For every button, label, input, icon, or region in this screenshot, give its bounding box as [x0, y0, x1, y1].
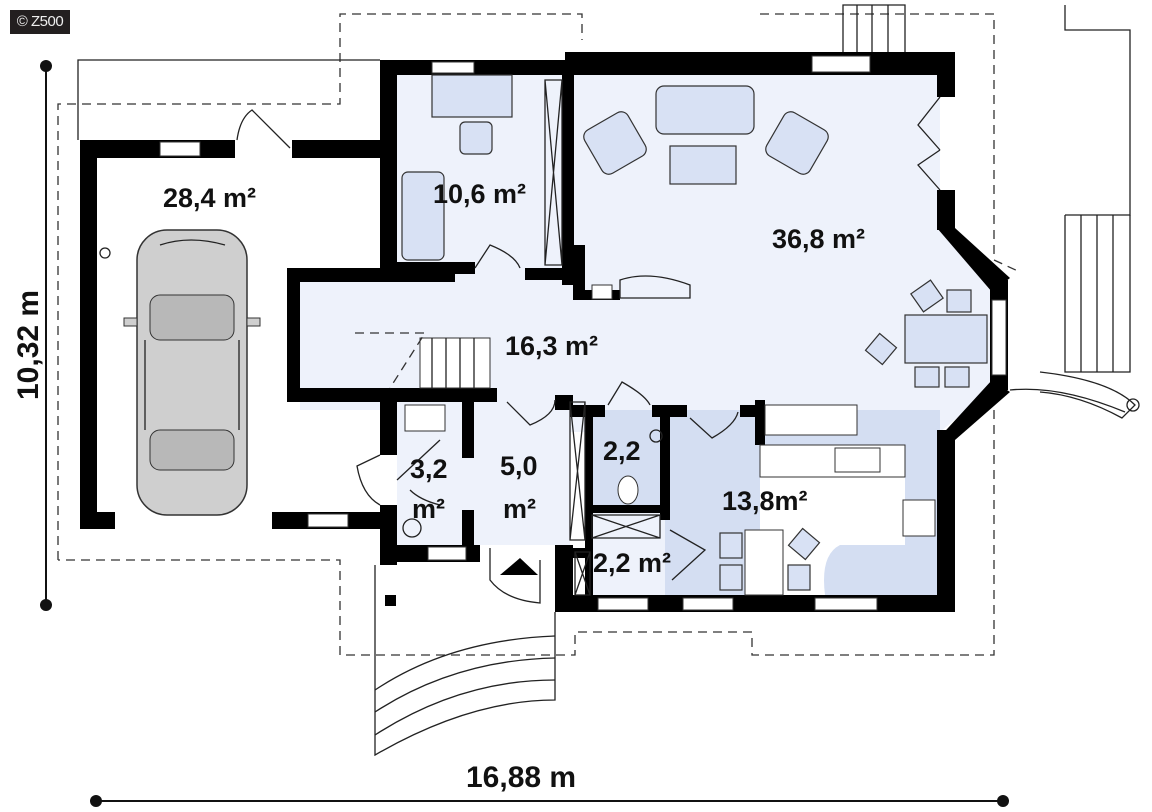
dimension-depth: 10,32 m [12, 60, 52, 611]
room-area-office: 10,6 m² [433, 179, 526, 209]
room-area-vestibule-value: 5,0 [500, 451, 538, 481]
room-area-hall: 16,3 m² [505, 331, 598, 361]
room-area-bathroom: 2,2 m² [593, 548, 671, 578]
doors [236, 96, 941, 604]
dimension-width: 16,88 m [90, 761, 1009, 807]
room-area-vestibule-unit: m² [503, 494, 536, 524]
roof-outline [57, 13, 1021, 656]
depth-label: 10,32 m [12, 290, 45, 400]
furniture [99, 74, 988, 596]
room-area-toilet: 2,2 [603, 436, 641, 466]
car-icon [123, 229, 261, 516]
walls [80, 52, 1010, 612]
terrace [77, 4, 1140, 419]
room-area-wc-unit: m² [412, 494, 445, 524]
room-area-living: 36,8 m² [772, 224, 865, 254]
width-label: 16,88 m [466, 761, 576, 794]
stairs [355, 79, 591, 596]
room-area-kitchen: 13,8m² [722, 486, 808, 516]
room-area-garage: 28,4 m² [163, 183, 256, 213]
room-area-wc-value: 3,2 [410, 454, 448, 484]
windows [159, 55, 1007, 611]
watermark-logo: © Z500 [10, 10, 70, 34]
entrance-steps [374, 565, 556, 757]
